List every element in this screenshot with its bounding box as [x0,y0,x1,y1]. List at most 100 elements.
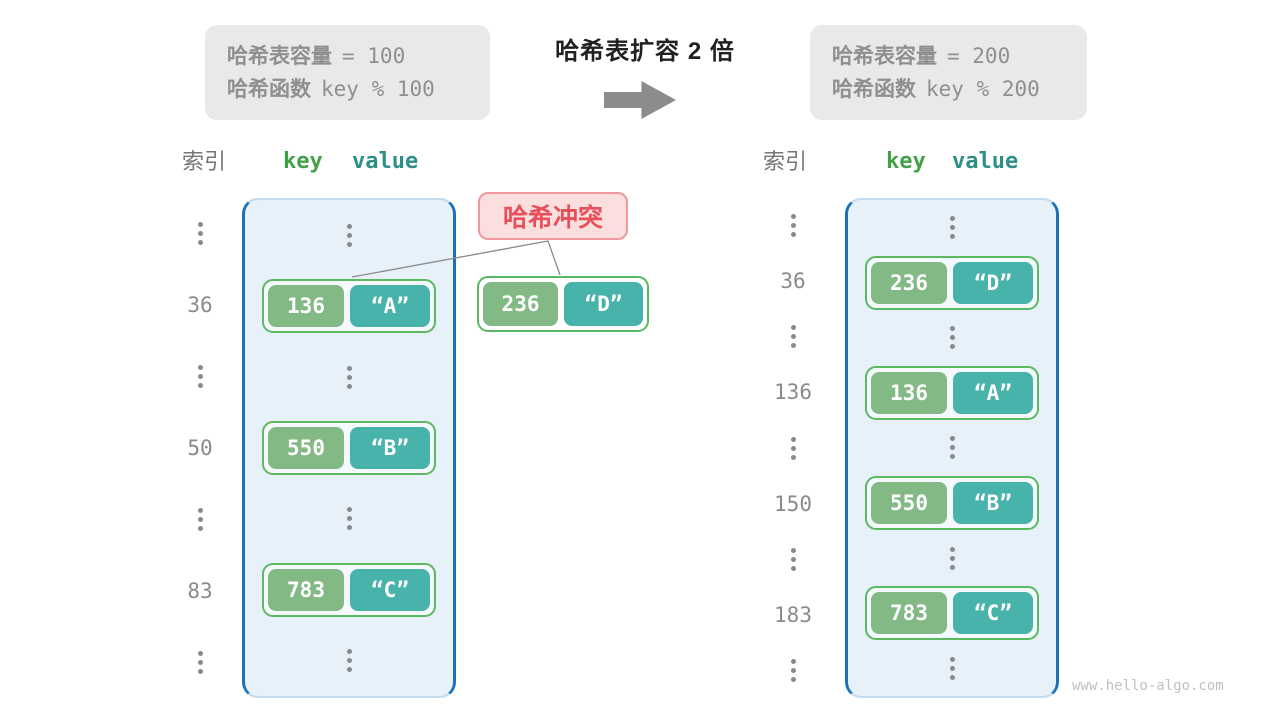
ellipsis-icon [197,649,203,676]
index-cell: 36 [165,269,235,340]
key-box: 783 [268,568,344,611]
key-box: 236 [483,282,559,326]
kv-pair: 136 “A” [262,279,436,334]
ellipsis-icon [790,546,796,573]
ellipsis-icon [949,655,955,682]
index-gap [758,531,828,587]
table-row: 783 “C” [245,554,453,625]
hash-table-before: 136 “A” 550 “B” 783 “C” [242,198,456,698]
hash-function-value: key % 200 [926,77,1040,101]
table-row-dots [848,641,1056,696]
table-row: 783 “C” [848,586,1056,641]
table-row-dots [848,200,1056,255]
ellipsis-icon [949,324,955,351]
index-label: 50 [187,435,213,460]
ellipsis-icon [346,222,352,249]
capacity-line: 哈希表容量 = 100 [227,40,468,73]
ellipsis-icon [346,647,352,674]
hash-collision-label: 哈希冲突 [478,192,628,240]
value-box: “C” [953,592,1033,635]
capacity-value: = 200 [947,44,1011,68]
table-row-dots [245,200,453,271]
index-gap [165,627,235,698]
index-gap [165,198,235,269]
index-cell: 136 [758,365,828,421]
key-box: 783 [871,592,947,635]
table-row-dots [245,625,453,696]
index-gap [758,309,828,365]
index-cell: 150 [758,476,828,532]
hash-function-value: key % 100 [321,77,435,101]
hash-function-label: 哈希函数 [832,78,916,101]
value-box: “B” [350,427,430,469]
kv-pair: 136 “A” [865,365,1039,420]
ellipsis-icon [346,505,352,532]
kv-pair: 550 “B” [262,421,436,475]
value-box: “A” [350,285,430,328]
ellipsis-icon [197,220,203,247]
hash-function-line: 哈希函数 key % 200 [832,73,1065,106]
index-gap [758,643,828,699]
index-column-after: 36 136 150 183 [758,198,828,698]
ellipsis-icon [197,363,203,390]
ellipsis-icon [346,364,352,391]
value-box: “A” [953,371,1033,414]
index-gap [165,341,235,412]
index-label: 36 [780,269,806,294]
colliding-kv-pair: 236 “D” [477,276,649,332]
arrow-right-icon [604,81,676,119]
kv-pair: 236 “D” [865,255,1039,310]
value-column-header: value [352,149,419,174]
index-label: 83 [187,578,213,603]
table-row-dots [848,420,1056,475]
index-label: 136 [774,380,812,405]
diagram-title: 哈希表扩容 2 倍 [555,38,735,65]
key-box: 136 [871,371,947,414]
ellipsis-icon [790,657,796,684]
capacity-line: 哈希表容量 = 200 [832,40,1065,73]
capacity-box-before: 哈希表容量 = 100 哈希函数 key % 100 [205,25,490,120]
ellipsis-icon [790,435,796,462]
table-row-dots [245,342,453,413]
hash-function-label: 哈希函数 [227,78,311,101]
table-row-dots [848,531,1056,586]
capacity-label: 哈希表容量 [227,45,332,68]
table-row: 136 “A” [245,271,453,342]
value-column-header: value [952,149,1019,174]
index-column-header: 索引 [763,149,808,174]
value-box: “D” [953,261,1033,304]
kv-pair: 783 “C” [865,586,1039,641]
key-box: 236 [871,261,947,304]
key-column-header: key [283,149,323,174]
value-box: “B” [953,482,1033,525]
watermark: www.hello-algo.com [1072,678,1224,694]
index-cell: 183 [758,587,828,643]
ellipsis-icon [949,214,955,241]
ellipsis-icon [949,545,955,572]
key-box: 136 [268,285,344,328]
table-row-dots [245,483,453,554]
index-label: 150 [774,491,812,516]
index-cell: 83 [165,555,235,626]
ellipsis-icon [197,506,203,533]
capacity-label: 哈希表容量 [832,45,937,68]
table-row: 236 “D” [848,255,1056,310]
hash-function-line: 哈希函数 key % 100 [227,73,468,106]
ellipsis-icon [790,212,796,239]
index-label: 36 [187,293,213,318]
table-row: 550 “B” [245,413,453,484]
capacity-value: = 100 [342,44,406,68]
index-cell: 36 [758,254,828,310]
table-row-dots [848,310,1056,365]
key-box: 550 [268,427,344,469]
index-column-before: 36 50 83 [165,198,235,698]
kv-pair: 550 “B” [865,476,1039,531]
ellipsis-icon [790,323,796,350]
key-box: 550 [871,482,947,525]
index-label: 183 [774,602,812,627]
index-gap [165,484,235,555]
key-column-header: key [886,149,926,174]
kv-pair: 783 “C” [262,562,436,617]
index-gap [758,420,828,476]
